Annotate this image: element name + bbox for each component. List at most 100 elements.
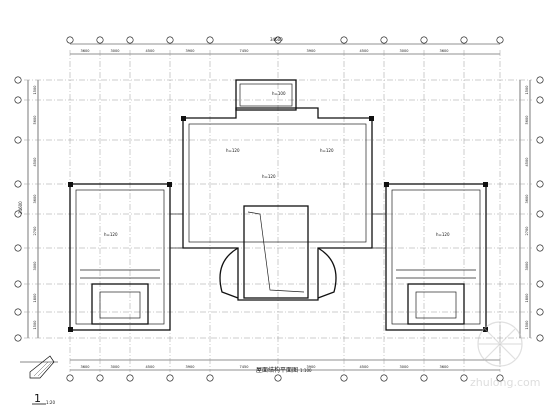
building-outline: [68, 79, 488, 332]
room-label: h=120: [104, 232, 118, 237]
right-dimension-text: 4500: [525, 158, 529, 167]
right-dimension-text: 1500: [525, 321, 529, 330]
central-block-wall: [182, 107, 373, 301]
axis-bubble: [536, 180, 544, 188]
dimension-texts: 3600 3600 3000 3000 4500 4500 3900 3900 7450 7450…: [33, 49, 529, 369]
bottom-dimension-text: 4500: [146, 365, 155, 369]
room-labels: h=120 h=120 h=120 h=100 h=120 h=120: [104, 91, 450, 237]
right-dimension-text: 1800: [525, 294, 529, 303]
overall-dim-left: 24600: [18, 201, 23, 214]
axis-bubble: [14, 280, 22, 288]
left-dimension-text: 1800: [33, 294, 37, 303]
axis-bubble: [536, 308, 544, 316]
bottom-dimension-text: 3600: [81, 365, 90, 369]
bottom-dimension-text: 3600: [440, 365, 449, 369]
room-label: h=100: [272, 91, 286, 96]
watermark: zhulong.com: [470, 321, 540, 389]
top-dimension-text: 4500: [360, 49, 369, 53]
axis-bubble: [340, 374, 348, 382]
bottom-dimension-text: 3000: [111, 365, 120, 369]
left-dimension-text: 1500: [33, 86, 37, 95]
axis-bubble: [126, 374, 134, 382]
axis-bubble: [96, 374, 104, 382]
left-dimension-text: 3600: [33, 195, 37, 204]
axis-bubble: [14, 244, 22, 252]
axis-bubble: [14, 334, 22, 342]
axis-bubble: [96, 36, 104, 44]
plan-title: 屋面结构平面图: [256, 366, 298, 374]
dimension-lines: [27, 43, 531, 371]
axis-bubble: [14, 96, 22, 104]
axis-bubble: [66, 36, 74, 44]
room-label: h=120: [436, 232, 450, 237]
axis-bubble: [496, 374, 504, 382]
axis-bubble: [14, 180, 22, 188]
axis-bubble: [380, 36, 388, 44]
left-dimension-text: 1500: [33, 321, 37, 330]
right-dimension-text: 5600: [525, 116, 529, 125]
axis-bubble: [14, 308, 22, 316]
axis-bubble: [460, 374, 468, 382]
axis-bubble: [380, 374, 388, 382]
axis-bubble: [536, 334, 544, 342]
axis-bubble: [14, 136, 22, 144]
overall-dim-top: 34600: [270, 37, 283, 42]
room-label: h=120: [262, 174, 276, 179]
top-dimension-text: 3600: [81, 49, 90, 53]
left-dimension-text: 5600: [33, 116, 37, 125]
axis-bubble: [420, 36, 428, 44]
stair-roof-box: [235, 79, 297, 111]
right-dimension-text: 2700: [525, 227, 529, 236]
axis-bubble: [274, 374, 282, 382]
left-bay-curve: [219, 247, 239, 299]
axis-bubble: [274, 36, 282, 44]
top-dimension-text: 3000: [111, 49, 120, 53]
axis-bubble: [536, 244, 544, 252]
axis-bubble: [126, 36, 134, 44]
axis-bubble: [166, 36, 174, 44]
bottom-dimension-text: 7450: [240, 365, 249, 369]
axis-bubble: [166, 374, 174, 382]
left-wing-wall: [69, 183, 171, 331]
axis-bubble: [460, 36, 468, 44]
right-dimension-text: 3000: [525, 262, 529, 271]
right-entrance: [407, 283, 465, 325]
axis-bubble: [536, 210, 544, 218]
plan-scale: 1:100: [300, 368, 312, 373]
top-dimension-text: 3600: [440, 49, 449, 53]
right-bay-curve: [317, 247, 337, 299]
left-dimension-text: 3000: [33, 262, 37, 271]
bottom-dimension-text: 3900: [307, 365, 316, 369]
axis-bubble: [536, 76, 544, 84]
top-dimension-text: 3900: [186, 49, 195, 53]
right-dimension-text: 1500: [525, 86, 529, 95]
central-slab-edge: [188, 123, 367, 243]
bottom-dimension-text: 4500: [360, 365, 369, 369]
detail-index: 1: [34, 392, 41, 405]
axis-bubble: [14, 76, 22, 84]
top-dimension-text: 3900: [307, 49, 316, 53]
detail-section: 1 1:20: [20, 355, 58, 405]
room-label: h=120: [320, 148, 334, 153]
axis-bubble: [496, 36, 504, 44]
top-dimension-text: 3000: [400, 49, 409, 53]
right-wing-wall: [385, 183, 487, 331]
axis-bubbles: [14, 36, 544, 382]
top-dimension-text: 4500: [146, 49, 155, 53]
axis-bubble: [66, 374, 74, 382]
right-dimension-text: 3600: [525, 195, 529, 204]
room-label: h=120: [226, 148, 240, 153]
axis-bubble: [536, 280, 544, 288]
axis-bubble: [536, 136, 544, 144]
top-dimension-text: 7450: [240, 49, 249, 53]
bottom-dimension-text: 3900: [186, 365, 195, 369]
axis-bubble: [536, 96, 544, 104]
watermark-text: zhulong.com: [470, 376, 540, 389]
stair-well: [243, 205, 309, 299]
bottom-dimension-text: 3000: [400, 365, 409, 369]
left-entrance: [91, 283, 149, 325]
detail-scale: 1:20: [46, 400, 55, 405]
left-dimension-text: 4500: [33, 158, 37, 167]
